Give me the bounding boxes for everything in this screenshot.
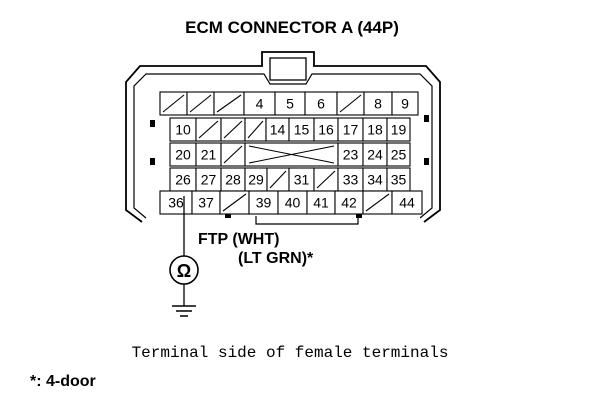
- terminal-slash: [223, 120, 243, 139]
- terminal-label: 18: [367, 122, 383, 138]
- diagram-caption: Terminal side of female terminals: [132, 344, 449, 362]
- housing-bump-right-bottom: [424, 158, 429, 165]
- terminal-label: 26: [175, 172, 191, 188]
- terminal-label: 40: [285, 195, 301, 211]
- terminal-9: [391, 91, 419, 116]
- housing-bump-left-bottom: [150, 158, 155, 165]
- terminal-label: 16: [318, 122, 334, 138]
- terminal-label: 14: [270, 122, 286, 138]
- terminal-slash: [339, 94, 362, 113]
- ground-icon: [172, 305, 196, 317]
- housing-bump-right-top: [424, 115, 429, 122]
- terminal-label: 20: [175, 147, 191, 163]
- terminal-slash: [269, 170, 287, 189]
- terminal-label: 35: [391, 172, 407, 188]
- terminal-slash: [365, 193, 390, 212]
- terminal-label: 29: [248, 172, 264, 188]
- terminal-19: [386, 117, 411, 142]
- housing-key-2: [356, 212, 362, 218]
- footnote: *: 4-door: [30, 373, 96, 390]
- terminal-label: 4: [256, 96, 264, 112]
- terminal-label: 25: [391, 147, 407, 163]
- terminal-slash: [162, 94, 185, 113]
- terminal-grid: 4 5 6 8 9 10 14 15 16 17 18 19 20 21 23 24 25 26 27 28 29 31 3…: [159, 91, 423, 215]
- terminal-label: 28: [225, 172, 241, 188]
- connector-housing-inner: [133, 73, 433, 219]
- terminal-cross-b: [248, 145, 335, 164]
- terminal-44: [391, 190, 423, 215]
- ohm-icon: Ω: [177, 261, 191, 281]
- terminal-label: 19: [391, 122, 407, 138]
- terminal-label: 37: [198, 195, 214, 211]
- terminal-label: 27: [201, 172, 217, 188]
- terminal-slash: [189, 94, 212, 113]
- terminal-label: 24: [367, 147, 383, 163]
- terminal-label: 41: [313, 195, 329, 211]
- terminal-label: 23: [343, 147, 359, 163]
- housing-bump-left-top: [150, 120, 155, 127]
- terminal-label: 31: [294, 172, 310, 188]
- terminal-slash: [223, 145, 243, 164]
- terminal-label: 42: [341, 195, 357, 211]
- terminal-label: 9: [401, 96, 409, 112]
- terminal-label: 34: [367, 172, 383, 188]
- diagram-title: ECM CONNECTOR A (44P): [185, 18, 399, 37]
- terminal-label: 10: [175, 122, 191, 138]
- terminal-slash: [316, 170, 336, 189]
- connector-housing-outer: [125, 51, 441, 223]
- wire-label-alt-color: (LT GRN)*: [238, 250, 314, 267]
- terminal-label: 36: [168, 195, 184, 211]
- terminal-label: 33: [343, 172, 359, 188]
- connector-lock-tab: [269, 57, 307, 81]
- terminal-bracket: [255, 216, 359, 225]
- terminal-slash: [247, 120, 264, 139]
- terminal-label: 15: [294, 122, 310, 138]
- terminal-label: 6: [317, 96, 325, 112]
- terminal-label: 39: [256, 195, 272, 211]
- terminal-label: 17: [343, 122, 359, 138]
- terminal-label: 5: [286, 96, 294, 112]
- terminal-slash: [222, 193, 247, 212]
- terminal-label: 44: [399, 195, 415, 211]
- terminal-label: 21: [201, 147, 217, 163]
- wire-label-ftp: FTP (WHT): [198, 231, 279, 248]
- housing-key-1: [225, 212, 231, 218]
- terminal-slash: [216, 94, 242, 113]
- terminal-label: 8: [374, 96, 382, 112]
- terminal-slash: [198, 120, 219, 139]
- terminal-25: [386, 142, 411, 167]
